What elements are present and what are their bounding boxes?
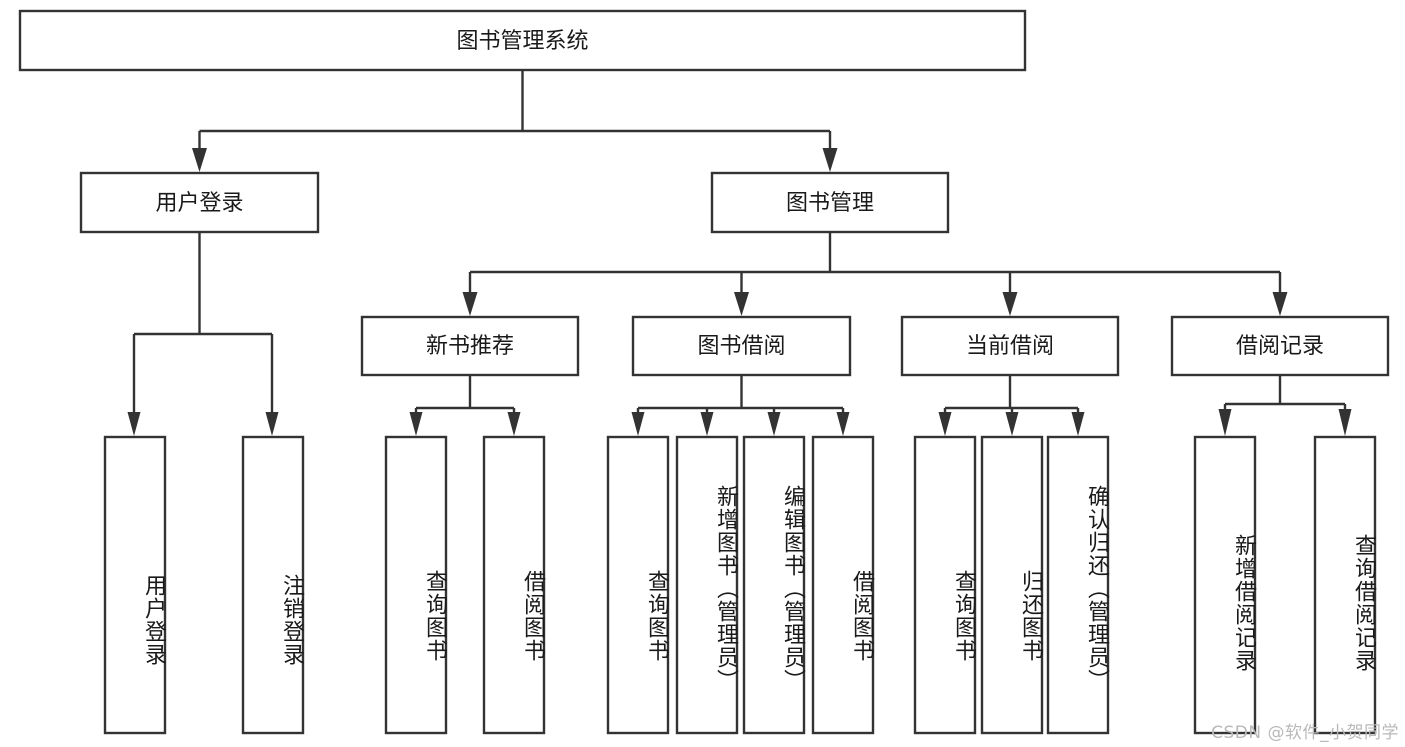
node-label-book-borrow: 图书借阅: [697, 334, 785, 359]
arrow-head-newbook: [462, 292, 478, 316]
leaf-box-query-book-nb[interactable]: [384, 435, 448, 735]
node-box-current-borrow[interactable]: [900, 315, 1120, 377]
leaf-box-add-borrow-record[interactable]: [1193, 435, 1257, 735]
node-layer: 图书管理系统 用户登录 图书管理 新书推荐 图书借阅 当前借阅 借阅记录: [18, 9, 1390, 735]
arrow-head-bw-leaf1: [631, 412, 645, 436]
leaf-box-user-login[interactable]: [103, 435, 167, 735]
arrow-head-nb-leaf1: [409, 412, 423, 436]
node-box-borrow-record[interactable]: [1170, 315, 1390, 377]
node-box-root[interactable]: [18, 9, 1027, 72]
node-box-new-book-recommend[interactable]: [360, 315, 580, 377]
leaf-box-logout[interactable]: [241, 435, 305, 735]
arrow-head-login: [192, 148, 207, 172]
arrow-head-cb-leaf2: [1005, 412, 1019, 436]
arrow-head-borrow: [734, 292, 749, 316]
node-box-user-login[interactable]: [79, 171, 320, 234]
leaf-box-query-borrow-record[interactable]: [1313, 435, 1377, 735]
arrow-head-cb-leaf3: [1071, 412, 1085, 436]
node-box-book-management[interactable]: [710, 171, 950, 234]
arrow-head-bookmgmt: [822, 148, 838, 172]
arrow-head-bw-leaf3: [767, 412, 781, 436]
node-label-new-book-recommend: 新书推荐: [426, 334, 514, 359]
csdn-watermark: CSDN @软件_小贺同学: [1211, 723, 1399, 743]
node-label-book-management: 图书管理: [786, 191, 874, 216]
leaf-box-return-book[interactable]: [980, 435, 1044, 735]
leaf-box-query-book-bw[interactable]: [606, 435, 670, 735]
arrow-head-nb-leaf2: [507, 412, 521, 436]
node-label-borrow-record: 借阅记录: [1236, 334, 1324, 359]
connector-layer: [127, 70, 1352, 436]
node-label-current-borrow: 当前借阅: [966, 334, 1054, 359]
arrow-head-bw-leaf4: [836, 412, 850, 436]
arrow-head-leaf-user-login: [127, 412, 141, 436]
leaf-box-edit-book-admin[interactable]: [742, 435, 806, 735]
arrow-head-rec-leaf2: [1338, 409, 1352, 436]
leaf-box-borrow-book-bw[interactable]: [811, 435, 875, 735]
node-label-root: 图书管理系统: [456, 29, 588, 54]
arrow-head-cb-leaf1: [938, 412, 952, 436]
leaf-box-query-book-cb[interactable]: [913, 435, 977, 735]
arrow-head-leaf-logout: [265, 412, 279, 436]
leaf-box-add-book-admin[interactable]: [675, 435, 739, 735]
arrow-head-rec-leaf1: [1218, 409, 1232, 436]
leaf-box-borrow-book-nb[interactable]: [482, 435, 546, 735]
node-box-book-borrow[interactable]: [631, 315, 852, 377]
arrow-head-bw-leaf2: [700, 412, 714, 436]
arrow-head-record: [1272, 292, 1288, 316]
leaf-box-confirm-return-admin[interactable]: [1046, 435, 1110, 735]
arrow-head-current: [1002, 292, 1018, 316]
node-label-user-login: 用户登录: [155, 191, 243, 216]
